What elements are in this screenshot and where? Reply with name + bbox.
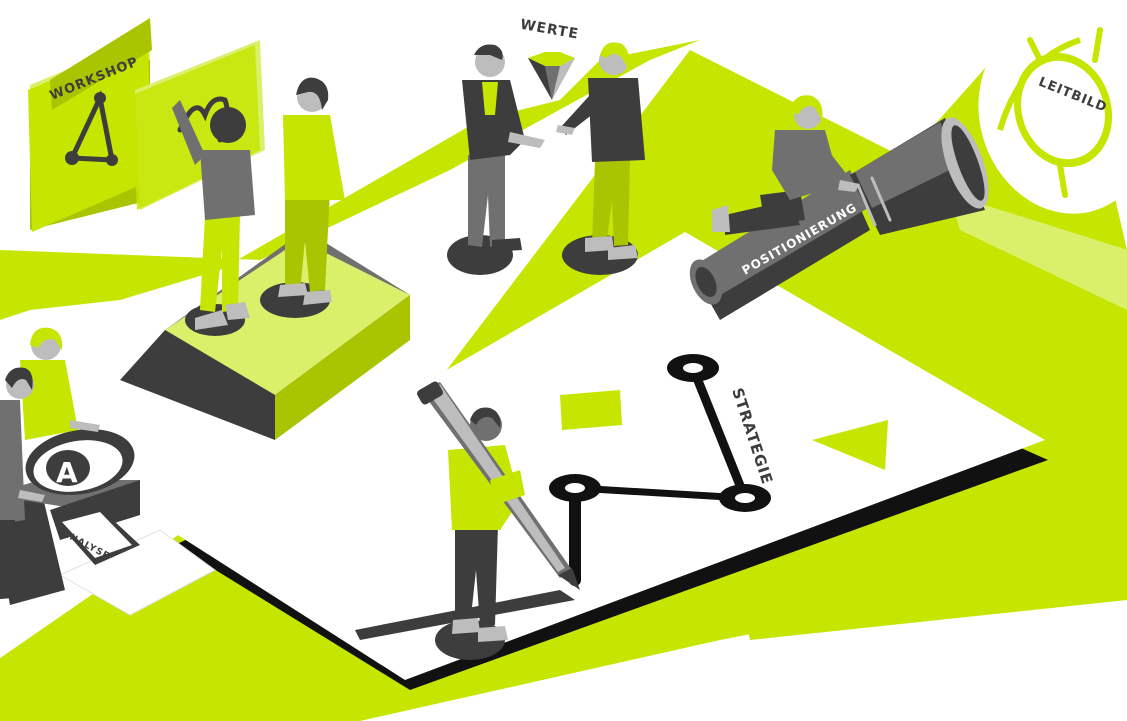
person-woman-werte — [556, 42, 645, 275]
werte-label: WERTE — [519, 17, 580, 43]
letter-a: A — [56, 456, 79, 489]
strategy-paper — [170, 232, 1048, 690]
diamond-icon — [528, 52, 575, 100]
leitbild-target: LEITBILD — [978, 16, 1127, 214]
person-woman-workshop — [260, 77, 345, 318]
triangle-network-icon — [65, 89, 118, 166]
person-man-werte — [447, 44, 545, 275]
person-drawing — [172, 100, 255, 336]
person-man-analyse — [0, 367, 45, 600]
square-marker — [560, 390, 622, 430]
pen-icon — [417, 381, 580, 590]
triangle-marker — [812, 420, 888, 470]
person-flashlight — [712, 95, 860, 235]
werte-group: WERTE — [519, 17, 580, 100]
flashlight-icon: POSITIONIERUNG — [689, 117, 989, 320]
letter-a-sign: A — [25, 429, 135, 495]
person-woman-analyse — [20, 327, 100, 440]
person-with-pen — [435, 407, 520, 660]
